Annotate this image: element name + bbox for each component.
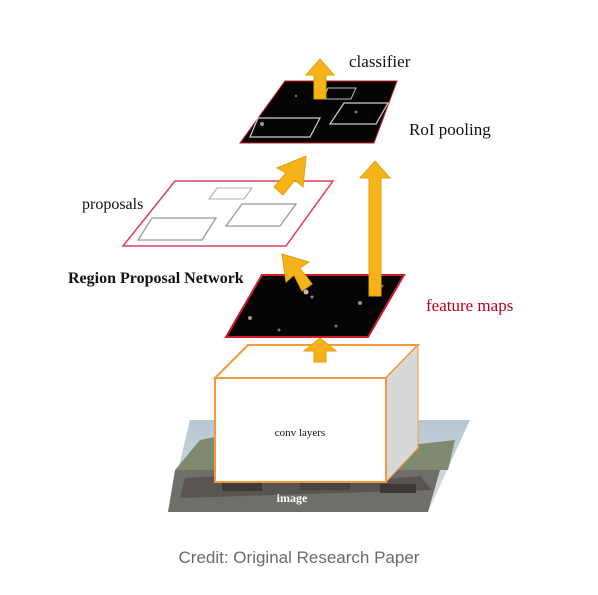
proposals-label: proposals	[82, 196, 143, 213]
roi-pooling-plane	[239, 80, 398, 144]
roi-pooling-label: RoI pooling	[409, 120, 491, 139]
up-arrow-icon	[281, 253, 313, 292]
proposals-plane	[121, 180, 335, 247]
up-arrow-icon	[302, 337, 338, 363]
up-arrow-icon	[273, 155, 307, 196]
feature-maps-plane	[224, 274, 406, 338]
classifier-label: classifier	[349, 52, 411, 71]
image-label: image	[277, 491, 308, 505]
up-arrow-icon	[358, 160, 392, 297]
conv-layers-label: conv layers	[275, 427, 325, 439]
feature-maps-label: feature maps	[426, 296, 513, 315]
up-arrow-icon	[304, 58, 336, 100]
image-credit-caption: Credit: Original Research Paper	[178, 548, 420, 567]
rpn-label: Region Proposal Network	[68, 270, 244, 287]
conv-layers-block: conv layers	[212, 343, 421, 484]
